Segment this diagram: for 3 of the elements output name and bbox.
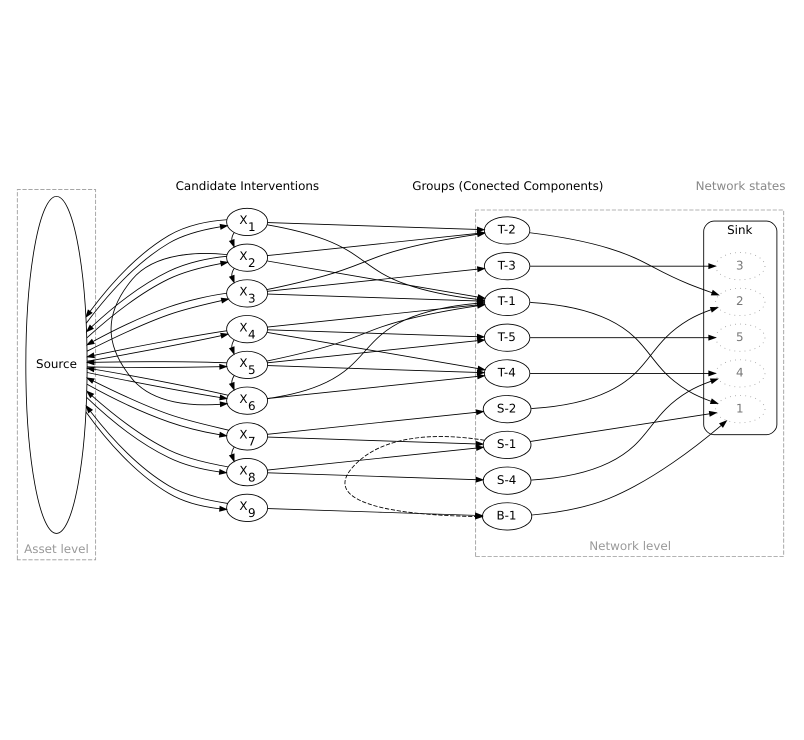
label: Groups (Conected Components) bbox=[412, 179, 604, 194]
label: Candidate Interventions bbox=[176, 179, 320, 194]
label: Network states bbox=[696, 179, 786, 194]
